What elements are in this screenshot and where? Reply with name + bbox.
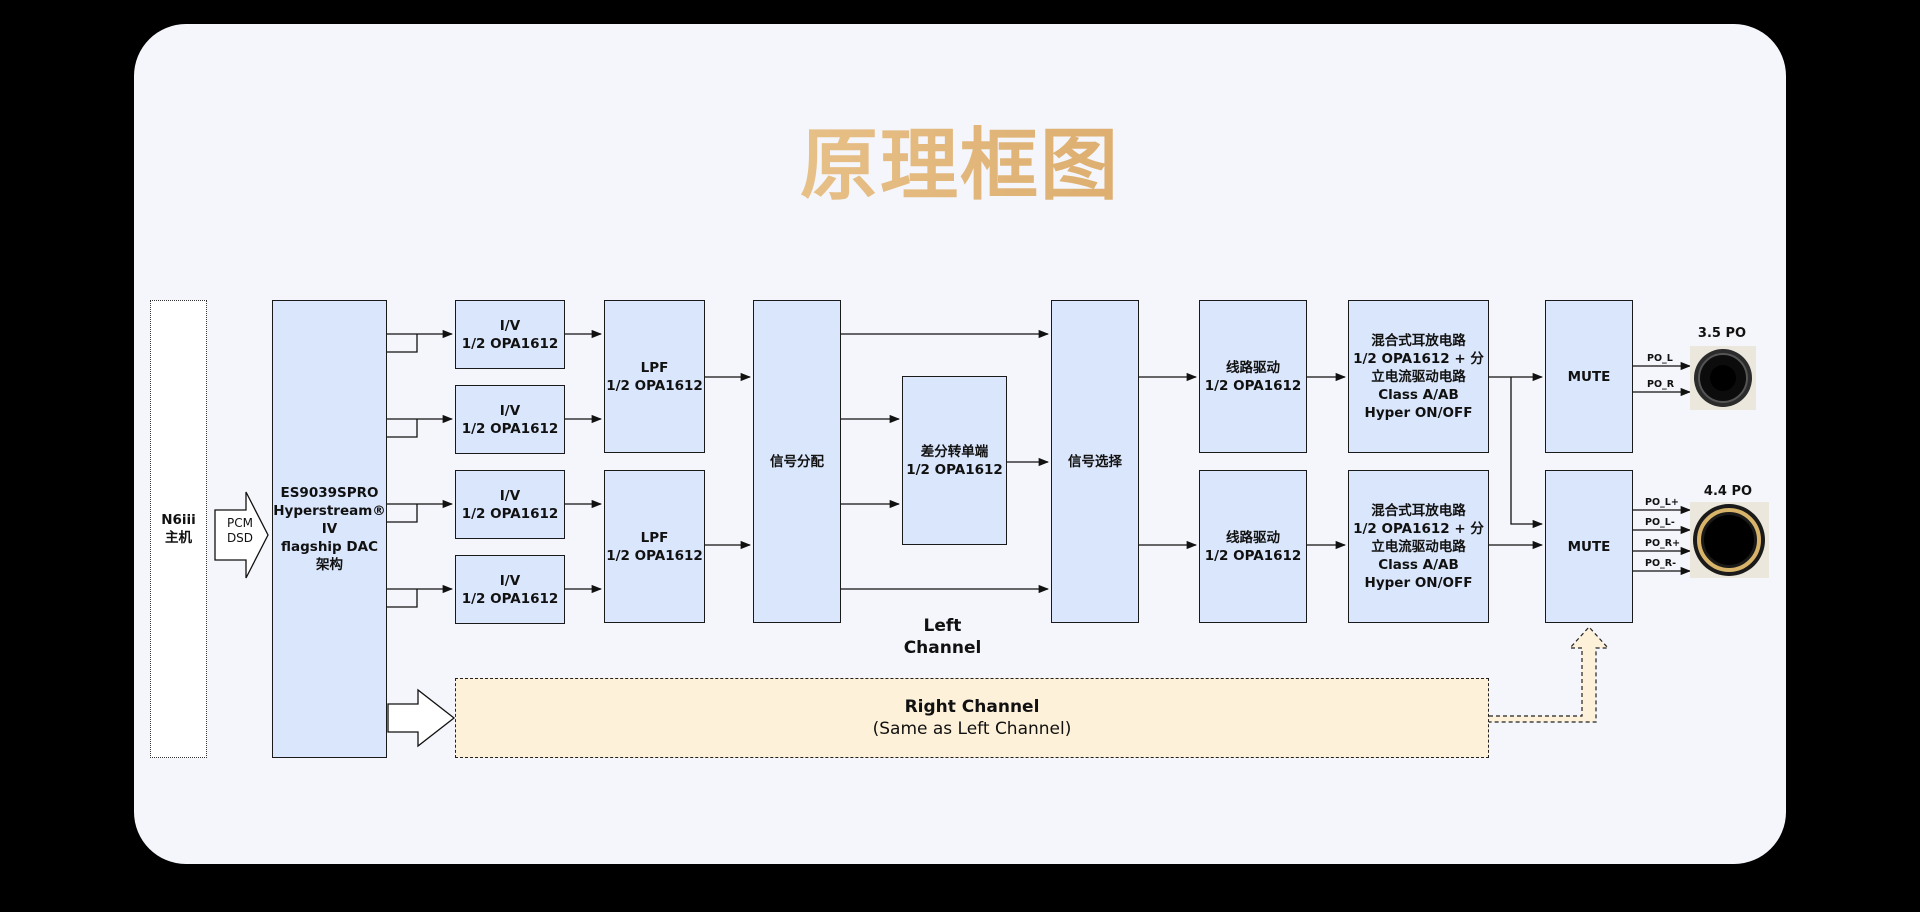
po-lp-label: PO_L+ — [1645, 497, 1679, 508]
mute-block-2: MUTE — [1545, 470, 1633, 623]
wire-amp1-mute2 — [1510, 377, 1544, 529]
iv-block-4: I/V 1/2 OPA1612 — [455, 555, 565, 624]
wire-dac-iv4-jog — [387, 589, 418, 608]
iv-block-2: I/V 1/2 OPA1612 — [455, 385, 565, 454]
po-r-label: PO_R — [1647, 379, 1675, 390]
po35-label: 3.5 PO — [1697, 326, 1747, 341]
po-l-label: PO_L — [1647, 353, 1673, 364]
pcm-dsd-arrow — [214, 491, 269, 579]
dac-right-channel-arrow — [387, 688, 456, 748]
po44-label: 4.4 PO — [1703, 484, 1753, 499]
right-channel-block: Right Channel (Same as Left Channel) — [455, 678, 1489, 758]
page-title: 原理框图 — [0, 118, 1920, 214]
wire-dac-iv1-jog — [387, 334, 418, 353]
pcm-dsd-label: PCM DSD — [226, 516, 254, 545]
jack-3-5-icon — [1690, 346, 1756, 410]
lpf-block-2: LPF 1/2 OPA1612 — [604, 470, 705, 623]
host-block: N6iii 主机 — [150, 300, 207, 758]
iv-block-3: I/V 1/2 OPA1612 — [455, 470, 565, 539]
lpf-block-1: LPF 1/2 OPA1612 — [604, 300, 705, 453]
line-driver-block-1: 线路驱动 1/2 OPA1612 — [1199, 300, 1307, 453]
po-rp-label: PO_R+ — [1645, 538, 1681, 549]
right-channel-title: Right Channel — [904, 697, 1040, 717]
dac-block: ES9039SPRO Hyperstream® IV flagship DAC … — [272, 300, 387, 758]
headphone-amp-block-1: 混合式耳放电路 1/2 OPA1612 + 分 立电流驱动电路 Class A/… — [1348, 300, 1489, 453]
signal-distribute-block: 信号分配 — [753, 300, 841, 623]
jack-4-4-icon — [1690, 502, 1769, 578]
iv-block-1: I/V 1/2 OPA1612 — [455, 300, 565, 369]
line-driver-block-2: 线路驱动 1/2 OPA1612 — [1199, 470, 1307, 623]
right-channel-subtitle: (Same as Left Channel) — [872, 719, 1072, 739]
po-rm-label: PO_R- — [1645, 558, 1677, 569]
mute-block-1: MUTE — [1545, 300, 1633, 453]
left-channel-label: Left Channel — [903, 616, 982, 658]
right-channel-mute-arrow — [1489, 626, 1610, 723]
headphone-amp-block-2: 混合式耳放电路 1/2 OPA1612 + 分 立电流驱动电路 Class A/… — [1348, 470, 1489, 623]
po-lm-label: PO_L- — [1645, 517, 1675, 528]
signal-select-block: 信号选择 — [1051, 300, 1139, 623]
wire-dac-iv3-jog — [387, 504, 418, 523]
diff-to-single-block: 差分转单端 1/2 OPA1612 — [902, 376, 1007, 545]
wire-dac-iv2-jog — [387, 419, 418, 438]
